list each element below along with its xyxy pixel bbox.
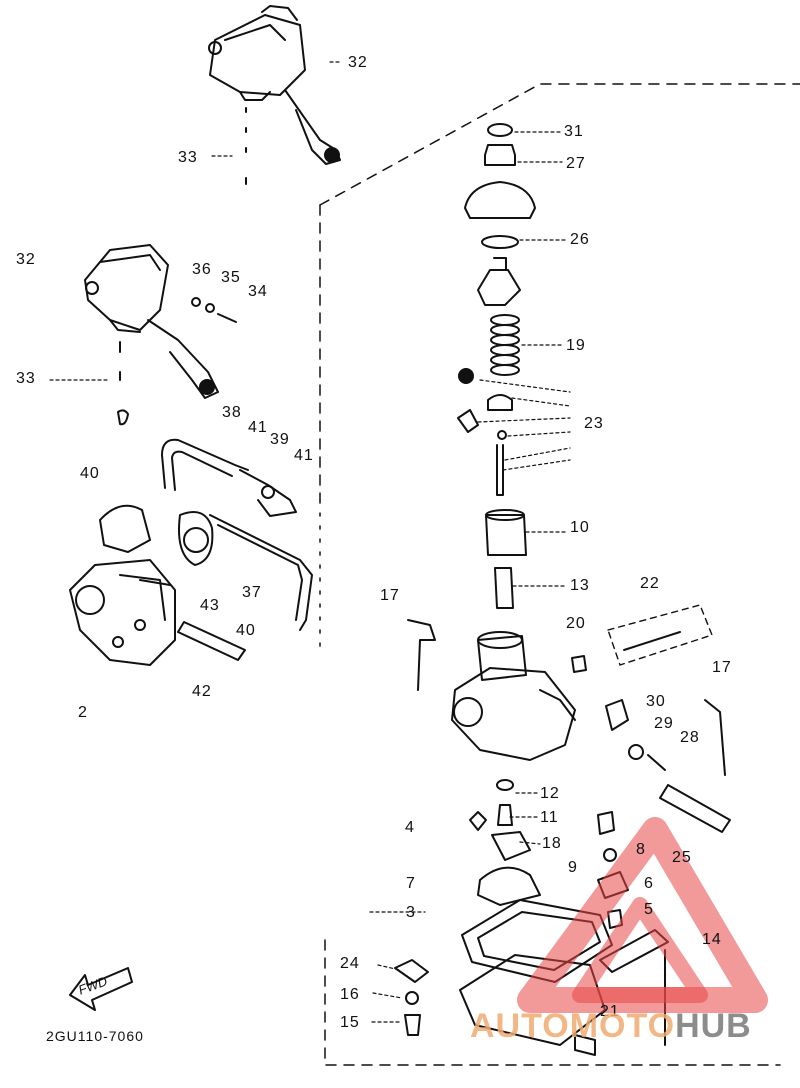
callout-32: 32 [348, 54, 368, 71]
callout-32: 32 [16, 251, 36, 268]
callout-36: 36 [192, 261, 212, 278]
callout-6: 6 [644, 875, 654, 892]
callout-5: 5 [644, 901, 654, 918]
callout-18: 18 [542, 835, 562, 852]
callout-3: 3 [406, 904, 416, 921]
callout-17: 17 [380, 587, 400, 604]
diagram-code: 2GU110-7060 [46, 1028, 144, 1044]
callout-41: 41 [248, 419, 268, 436]
callout-33: 33 [178, 149, 198, 166]
callout-26: 26 [570, 231, 590, 248]
callout-38: 38 [222, 404, 242, 421]
callout-43: 43 [200, 597, 220, 614]
callout-21: 21 [600, 1003, 620, 1020]
callout-17: 17 [712, 659, 732, 676]
callout-2: 2 [78, 704, 88, 721]
throttle-spring [490, 314, 520, 376]
callout-20: 20 [566, 615, 586, 632]
throttle-cable-unit-left [84, 244, 237, 426]
callout-11: 11 [540, 809, 559, 826]
callout-8: 8 [636, 841, 646, 858]
callout-13: 13 [570, 577, 590, 594]
carburetor-left [69, 504, 214, 666]
callout-33: 33 [16, 370, 36, 387]
assembly-frame [319, 83, 800, 1066]
throttle-cable-unit-top [208, 5, 341, 185]
leader-lines [49, 61, 571, 1023]
callout-31: 31 [564, 123, 584, 140]
callout-19: 19 [566, 337, 586, 354]
callout-35: 35 [221, 269, 241, 286]
callout-29: 29 [654, 715, 674, 732]
callout-16: 16 [340, 986, 360, 1003]
callout-34: 34 [248, 283, 268, 300]
vent-hose [161, 438, 313, 661]
callout-27: 27 [566, 155, 586, 172]
carb-top-stack [457, 123, 536, 609]
callout-22: 22 [640, 575, 660, 592]
carburetor-right [407, 604, 731, 833]
callout-28: 28 [680, 729, 700, 746]
callout-37: 37 [242, 584, 262, 601]
callout-4: 4 [405, 819, 415, 836]
callout-10: 10 [570, 519, 590, 536]
callout-24: 24 [340, 955, 360, 972]
callout-40: 40 [80, 465, 100, 482]
callout-39: 39 [270, 431, 290, 448]
callout-14: 14 [702, 931, 722, 948]
watermark-logo: AUTOMOTOHUB [470, 1006, 800, 1046]
callout-7: 7 [406, 875, 416, 892]
callout-42: 42 [192, 683, 212, 700]
watermark-triangle-icon [517, 817, 768, 1013]
callout-40: 40 [236, 622, 256, 639]
callout-23: 23 [584, 415, 604, 432]
callout-12: 12 [540, 785, 560, 802]
callout-41: 41 [294, 447, 314, 464]
callout-9: 9 [568, 859, 578, 876]
callout-25: 25 [672, 849, 692, 866]
fwd-arrow-icon [69, 967, 133, 1011]
callout-30: 30 [646, 693, 666, 710]
watermark-text-part2: HUB [675, 1007, 752, 1045]
callout-15: 15 [340, 1014, 360, 1031]
watermark-text-part1: AUTOMOTO [470, 1007, 676, 1045]
